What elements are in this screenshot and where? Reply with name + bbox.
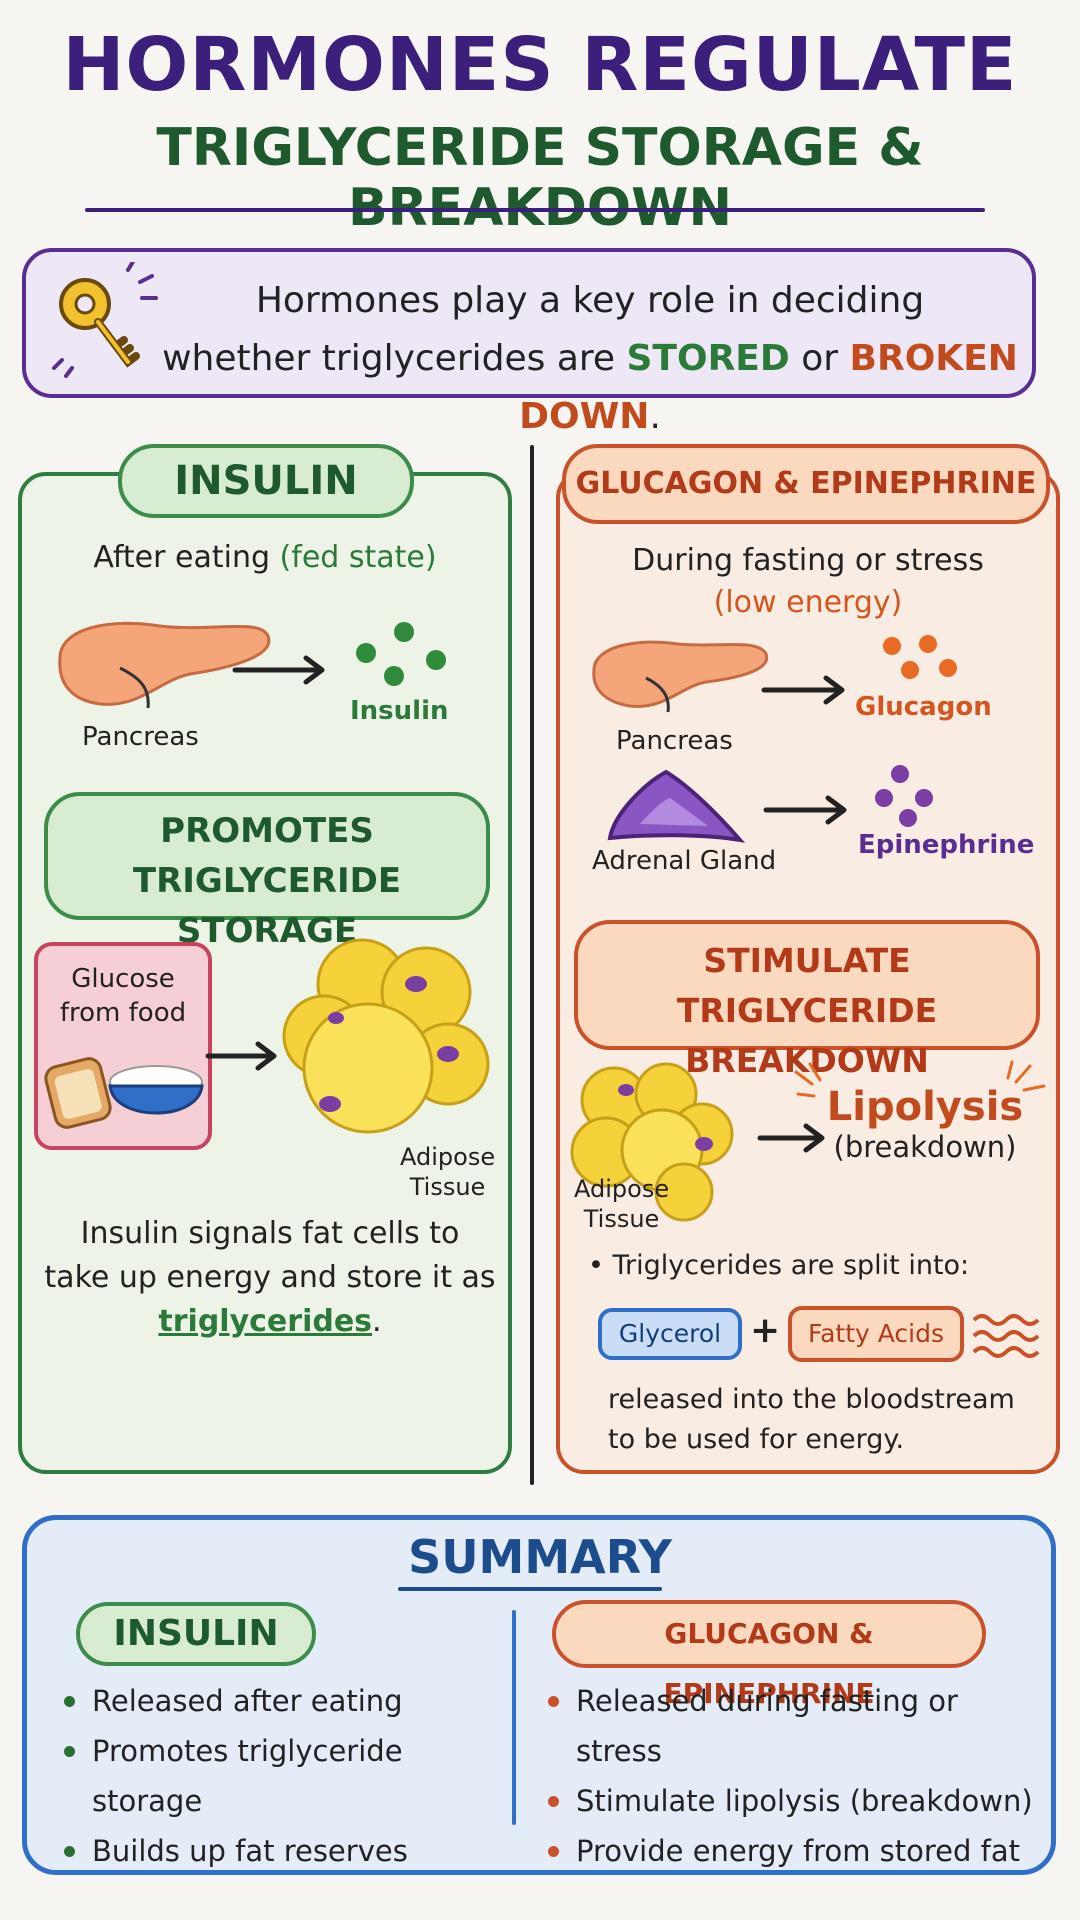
released-text: released into the bloodstream to be used… [608,1380,1015,1460]
list-item: Released after eating [60,1676,500,1726]
pancreas-glucagon-diagram [592,635,957,713]
stimulate-line1: STIMULATE [703,941,911,980]
arrow-icon [205,1041,277,1071]
stimulate-line2: TRIGLYCERIDE BREAKDOWN [676,991,938,1080]
released-line2: to be used for energy. [608,1424,905,1455]
insulin-adipose-label: Adipose Tissue [400,1142,495,1202]
split-text: • Triglycerides are split into: [588,1250,970,1281]
arrow-icon [757,1123,825,1153]
fatty-acids-box: Fatty Acids [788,1306,964,1362]
summary-underline [398,1587,662,1591]
stored-word: STORED [626,338,790,379]
page-title: HORMONES REGULATE [62,22,1018,108]
insulin-adipose-line2: Tissue [409,1173,486,1201]
broken-down-word: BROKEN DOWN [519,338,1018,437]
list-item: Provide energy from stored fat [544,1826,1044,1876]
insulin-header: INSULIN [118,444,414,518]
summary-insulin-list: Released after eating Promotes triglycer… [60,1676,500,1876]
adrenal-gland-label: Adrenal Gland [592,846,777,876]
epinephrine-label: Epinephrine [858,830,1035,860]
promotes-line1: PROMOTES [160,811,374,851]
title-underline [85,208,985,212]
insulin-context-b: (fed state) [279,540,437,575]
lipolysis-label: Lipolysis (breakdown) [820,1084,1030,1164]
promotes-line2: TRIGLYCERIDE STORAGE [132,861,402,951]
pancreas-icon [592,640,769,708]
bread-icon [44,1057,112,1129]
intro-line2: whether triglycerides are [162,338,616,379]
intro-box [22,248,1036,398]
glucagon-label: Glucagon [855,692,992,722]
pancreas-insulin-diagram [58,621,446,709]
glucagon-adipose-line2: Tissue [583,1205,660,1233]
promotes-storage-box: PROMOTES TRIGLYCERIDE STORAGE [44,792,490,951]
glucose-line2: from food [59,998,187,1028]
insulin-desc-line2: take up energy and store it as [44,1260,496,1295]
glucagon-context-b: (low energy) [713,585,903,620]
insulin-context: After eating (fed state) [18,540,512,575]
stimulate-breakdown-box: STIMULATE TRIGLYCERIDE BREAKDOWN [574,920,1040,1080]
column-divider [530,445,534,1485]
adipose-tissue-small-icon [570,1062,734,1222]
key-icon [52,262,158,378]
glucagon-pancreas-label: Pancreas [616,726,733,756]
summary-glucagon-list: Released during fasting or stress Stimul… [544,1676,1044,1876]
pancreas-icon [58,621,271,706]
list-item: Released during fasting or stress [544,1676,1044,1776]
insulin-desc-line1: Insulin signals fat cells to [80,1216,460,1251]
list-item: Builds up fat reserves [60,1826,500,1876]
intro-line1: Hormones play a key role in deciding [255,280,925,321]
or-word: or [801,338,839,379]
triglycerides-keyword: triglycerides [158,1304,373,1339]
glucagon-context-a: During fasting or stress [632,543,984,578]
insulin-label: Insulin [350,696,449,726]
lipolysis-title: Lipolysis [826,1084,1024,1130]
adrenal-epinephrine-diagram [607,765,933,843]
arrow-icon [232,655,325,685]
adipose-tissue-icon [282,938,490,1134]
pancreas-label: Pancreas [82,722,199,752]
released-line1: released into the bloodstream [608,1384,1015,1415]
intro-text: Hormones play a key role in deciding whe… [150,272,1030,446]
summary-divider [512,1610,516,1825]
glucose-label: Glucose from food [34,962,212,1030]
insulin-description: Insulin signals fat cells to take up ene… [40,1212,500,1344]
arrow-icon [761,675,845,705]
summary-box [22,1515,1056,1875]
plus-sign: + [750,1310,781,1351]
insulin-context-a: After eating [93,540,270,575]
glucagon-adipose-line1: Adipose [574,1175,670,1203]
glucagon-adipose-label: Adipose Tissue [574,1174,669,1234]
wavy-lines-icon [972,1314,1040,1358]
intro-period: . [649,396,661,437]
page-subtitle: TRIGLYCERIDE STORAGE & BREAKDOWN [156,118,924,238]
burst-lines-icon [794,1060,1046,1098]
summary-insulin-header: INSULIN [76,1602,316,1666]
list-item: Stimulate lipolysis (breakdown) [544,1776,1044,1826]
list-item: Promotes triglyceride storage [60,1726,500,1826]
summary-title: SUMMARY [408,1530,672,1584]
insulin-desc-end: . [372,1304,382,1339]
glucose-line1: Glucose [71,964,175,994]
arrow-icon [763,795,847,825]
lipolysis-sub: (breakdown) [833,1130,1017,1164]
rice-bowl-icon [108,1065,204,1115]
insulin-adipose-line1: Adipose [400,1143,496,1171]
food-illustration [44,1057,204,1129]
glucagon-context: During fasting or stress (low energy) [556,540,1060,624]
glycerol-box: Glycerol [598,1308,742,1360]
summary-glucagon-header: GLUCAGON & EPINEPHRINE [552,1600,986,1710]
glucagon-header: GLUCAGON & EPINEPHRINE [562,444,1050,524]
